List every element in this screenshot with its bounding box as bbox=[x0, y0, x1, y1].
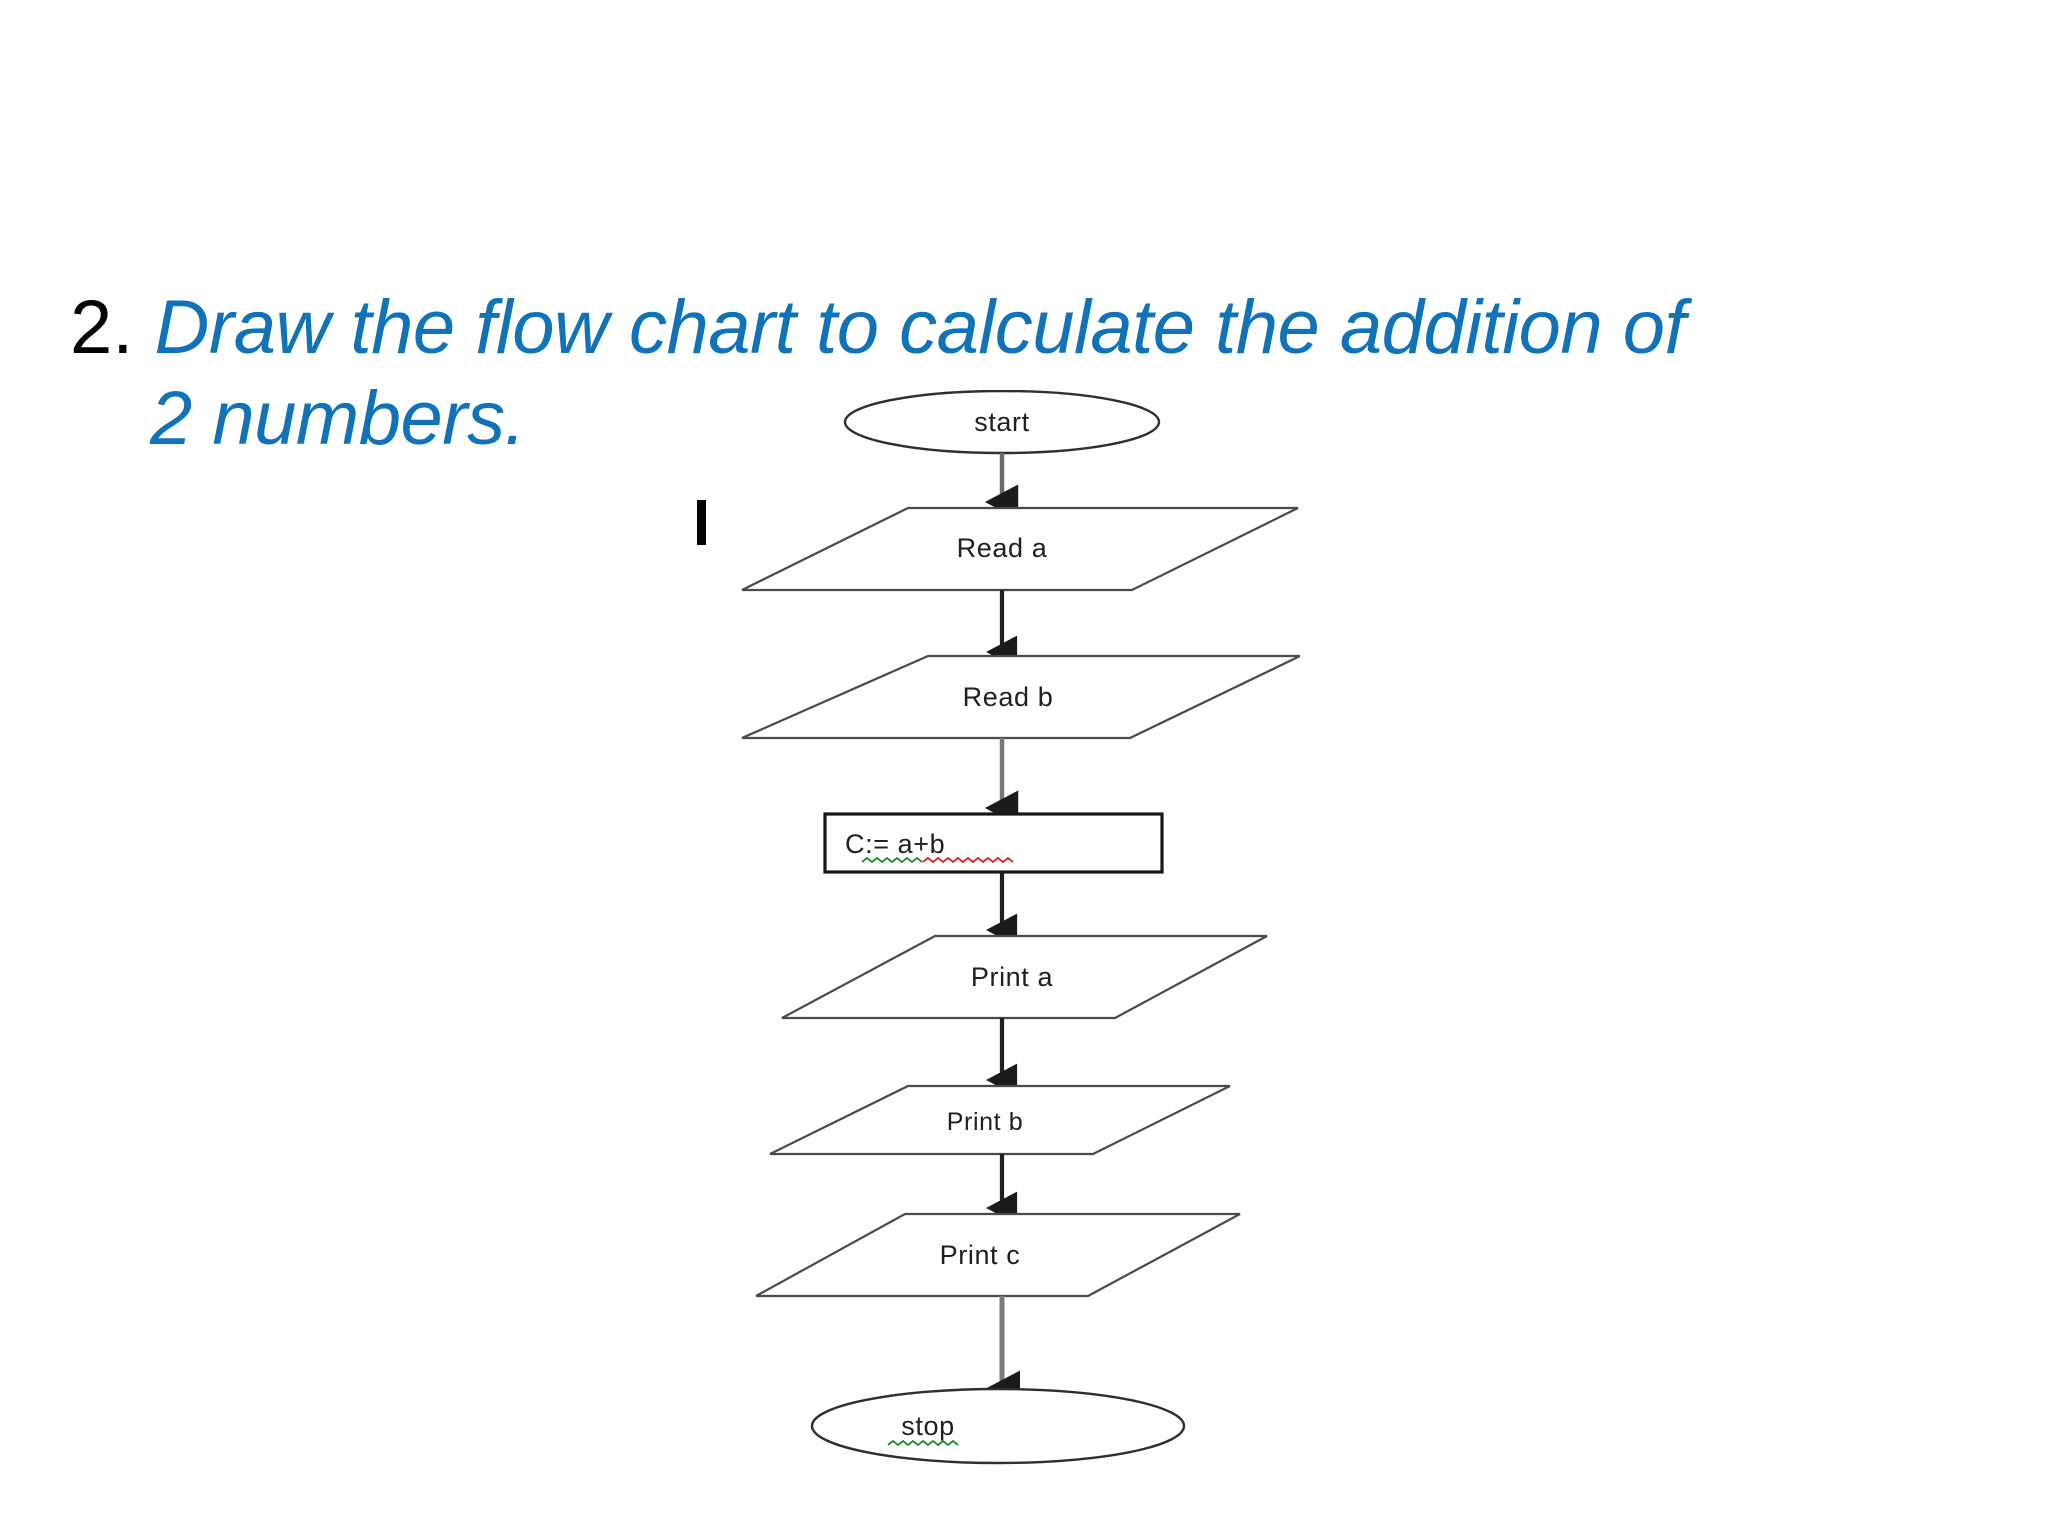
title-line-2: 2 numbers. bbox=[70, 373, 1970, 464]
node-assign: C:= a+b bbox=[823, 812, 1164, 874]
node-print-b: Print b bbox=[769, 1084, 1231, 1156]
node-print-c-label: Print c bbox=[940, 1240, 1021, 1270]
spellcheck-green-underline-stop bbox=[887, 1439, 959, 1447]
node-read-b-label: Read b bbox=[963, 682, 1054, 712]
node-stop-label: stop bbox=[901, 1411, 954, 1441]
title-number: 2. bbox=[70, 285, 134, 370]
node-print-b-label: Print b bbox=[947, 1108, 1023, 1136]
node-start: start bbox=[843, 390, 1161, 455]
title-text-line-1: Draw the flow chart to calculate the add… bbox=[154, 285, 1686, 370]
node-read-b: Read b bbox=[741, 654, 1300, 740]
page-title: 2. Draw the flow chart to calculate the … bbox=[70, 282, 1970, 464]
stray-cursor-marker bbox=[697, 500, 706, 545]
node-stop: stop bbox=[810, 1387, 1186, 1465]
node-start-label: start bbox=[974, 407, 1030, 437]
spellcheck-red-underline bbox=[922, 856, 1014, 864]
node-read-a-label: Read a bbox=[957, 533, 1048, 563]
node-print-c: Print c bbox=[755, 1212, 1241, 1298]
node-read-a: Read a bbox=[741, 506, 1299, 592]
node-print-a: Print a bbox=[781, 934, 1268, 1020]
title-text-line-2: 2 numbers. bbox=[150, 376, 526, 462]
title-line-1: 2. Draw the flow chart to calculate the … bbox=[70, 282, 1970, 373]
flowchart-diagram: start Read a Read b C:= a+b bbox=[740, 390, 1300, 1510]
spellcheck-green-underline bbox=[861, 856, 923, 864]
node-assign-label: C:= a+b bbox=[845, 829, 945, 859]
node-print-a-label: Print a bbox=[971, 962, 1054, 992]
